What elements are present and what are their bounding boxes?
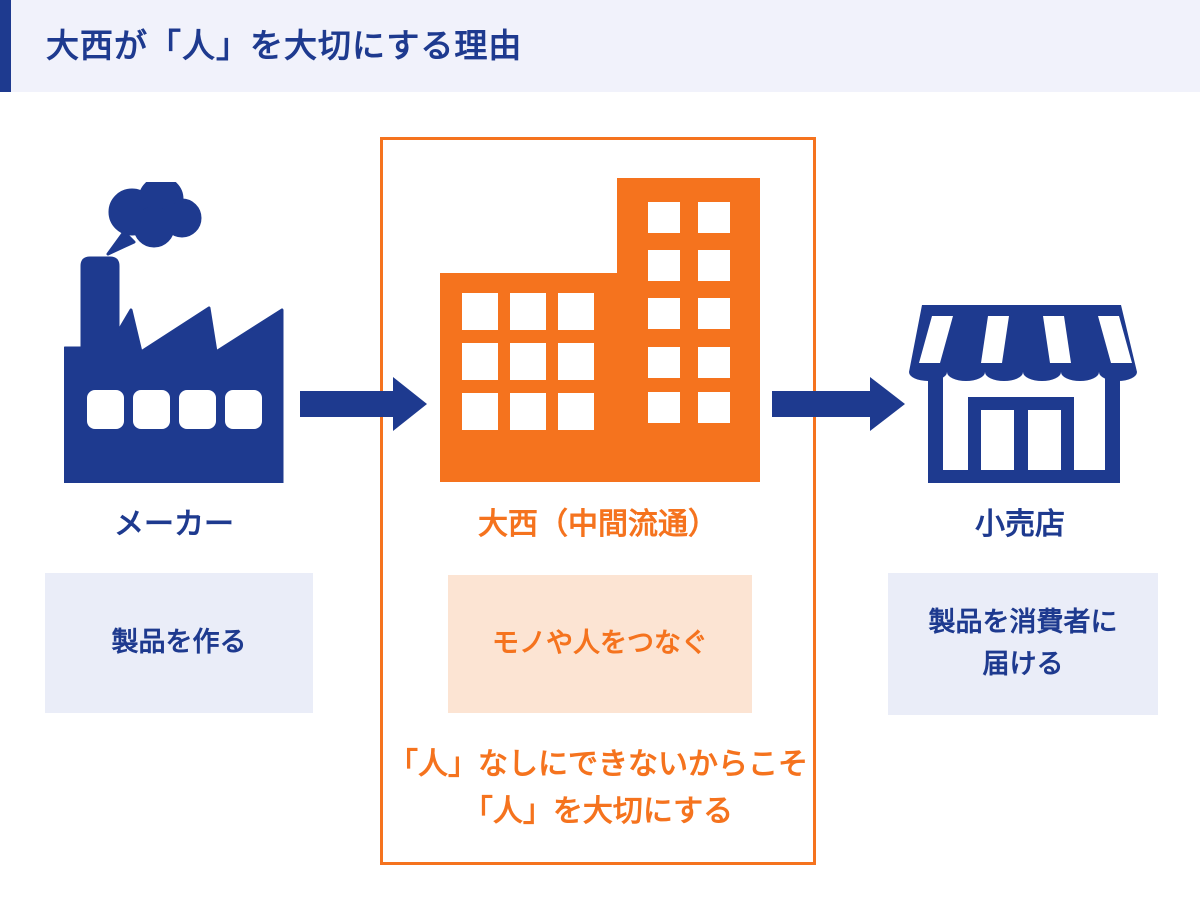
arrow-right-icon: [300, 377, 427, 431]
onishi-highlight-frame: [380, 137, 816, 865]
onishi-role-text: モノや人をつなぐ: [492, 628, 708, 659]
maker-role-text: 製品を作る: [111, 627, 247, 658]
onishi-note-line1: 「人」なしにできないからこそ: [388, 748, 808, 781]
retail-role-text-line1: 製品を消費者に: [928, 607, 1118, 638]
factory-icon: [64, 182, 284, 483]
office-building-icon: [440, 178, 760, 482]
onishi-role-box: モノや人をつなぐ: [448, 575, 752, 713]
arrow-right-icon: [772, 377, 905, 431]
maker-role-box: 製品を作る: [45, 573, 313, 713]
retail-role-box: 製品を消費者に 届ける: [888, 573, 1158, 715]
onishi-label: 大西（中間流通）: [478, 508, 718, 541]
retail-role-text-line2: 届ける: [982, 649, 1064, 679]
storefront-icon: [909, 305, 1137, 483]
retail-label: 小売店: [975, 508, 1065, 541]
page-title: 大西が「人」を大切にする理由: [46, 27, 523, 64]
maker-label: メーカー: [114, 508, 234, 541]
onishi-note: 「人」なしにできないからこそ 「人」を大切にする: [380, 741, 816, 835]
title-accent-bar: [0, 0, 11, 92]
title-bar: 大西が「人」を大切にする理由: [0, 0, 1200, 92]
onishi-note-line2: 「人」を大切にする: [462, 795, 734, 828]
